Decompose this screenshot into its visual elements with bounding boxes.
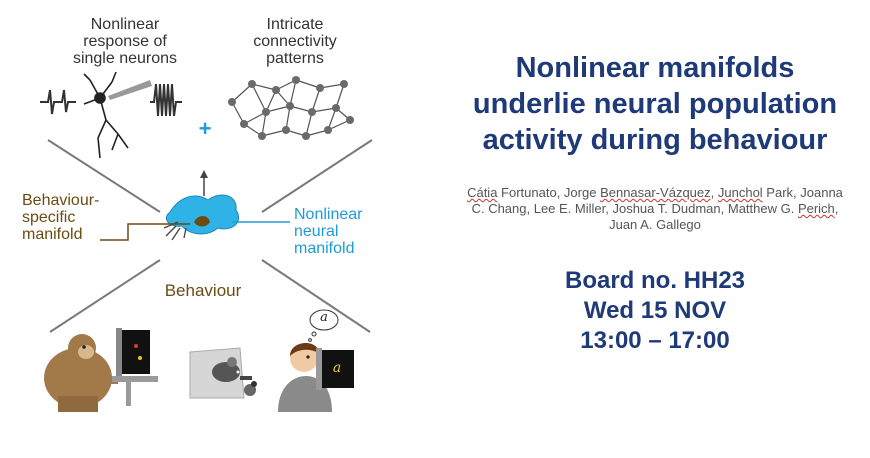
label-behaviour: Behaviour [164,281,242,300]
author-text: , [834,201,839,216]
label-line: manifold [22,226,83,243]
cross-line-top-left [47,139,161,213]
session-time: 13:00 – 17:00 [580,327,730,354]
label-line: manifold [294,240,355,257]
author-text: C. Chang, Lee E. Miller, Joshua T. Dudma… [471,201,798,216]
cross-line-bottom-right [261,259,371,333]
behaviour-manifold-connector [100,223,190,241]
author-name: Perich [797,201,835,216]
neural-manifold-icon [163,170,240,241]
label-line: Nonlinear [294,206,363,223]
monkey-task-icon [44,328,158,412]
electrode-icon [108,80,152,100]
speech-bubble-letter: a [320,310,328,325]
title-line: activity during behaviour [482,124,828,156]
screen-letter: a [332,360,342,376]
spike-train-left-icon [40,89,76,115]
label-behaviour-specific-manifold: Behaviour- specific manifold [22,192,122,243]
schematic-figure: Nonlinear response of single neurons Int… [22,16,394,412]
label-line: Behaviour- [22,192,100,209]
board-number: Board no. HH23 [564,267,746,294]
author-name: Cátia [467,185,498,200]
label-connectivity: Intricate connectivity patterns [225,16,365,67]
author-text: Fortunato, Jorge [497,185,601,200]
neuron-icon [83,71,129,159]
label-nonlinear-response: Nonlinear response of single neurons [50,16,200,67]
title-line: underlie neural population [472,88,838,120]
poster-title: Nonlinear manifolds underlie neural popu… [450,50,860,158]
author-line: Cátia Fortunato, Jorge Bennasar-Vázquez,… [460,185,850,201]
plus-sign: + [198,116,212,141]
label-line: patterns [266,50,324,67]
title-line: Nonlinear manifolds [515,52,795,84]
author-name: Junchol [717,185,763,200]
label-line: response of [83,33,167,50]
author-text: Park, Joanna [762,185,843,200]
label-line: Intricate [266,16,324,33]
label-line: connectivity [253,33,337,50]
session-date: Wed 15 NOV [583,297,727,324]
cross-line-bottom-left [49,259,161,333]
label-line: specific [22,209,76,226]
schematic-graphics [40,71,373,412]
poster-text-panel: Nonlinear manifolds underlie neural popu… [440,0,870,453]
connectivity-network-icon [228,76,354,140]
author-list: Cátia Fortunato, Jorge Bennasar-Vázquez,… [460,185,850,233]
cross-line-top-right [261,139,373,213]
spike-train-right-icon [150,83,182,117]
session-info: Board no. HH23 Wed 15 NOV 13:00 – 17:00 [450,266,860,356]
cross-lines [47,139,373,333]
author-name: Bennasar-Vázquez [600,185,711,200]
label-line: Nonlinear [90,16,160,33]
author-line: Juan A. Gallego [609,217,701,232]
human-task-icon [278,309,354,412]
author-text: , [710,185,718,200]
label-line: single neurons [72,50,178,67]
author-line: C. Chang, Lee E. Miller, Joshua T. Dudma… [460,201,850,217]
label-nonlinear-neural-manifold: Nonlinear neural manifold [294,206,394,257]
mouse-task-icon [189,347,257,399]
label-line: neural [294,223,339,240]
